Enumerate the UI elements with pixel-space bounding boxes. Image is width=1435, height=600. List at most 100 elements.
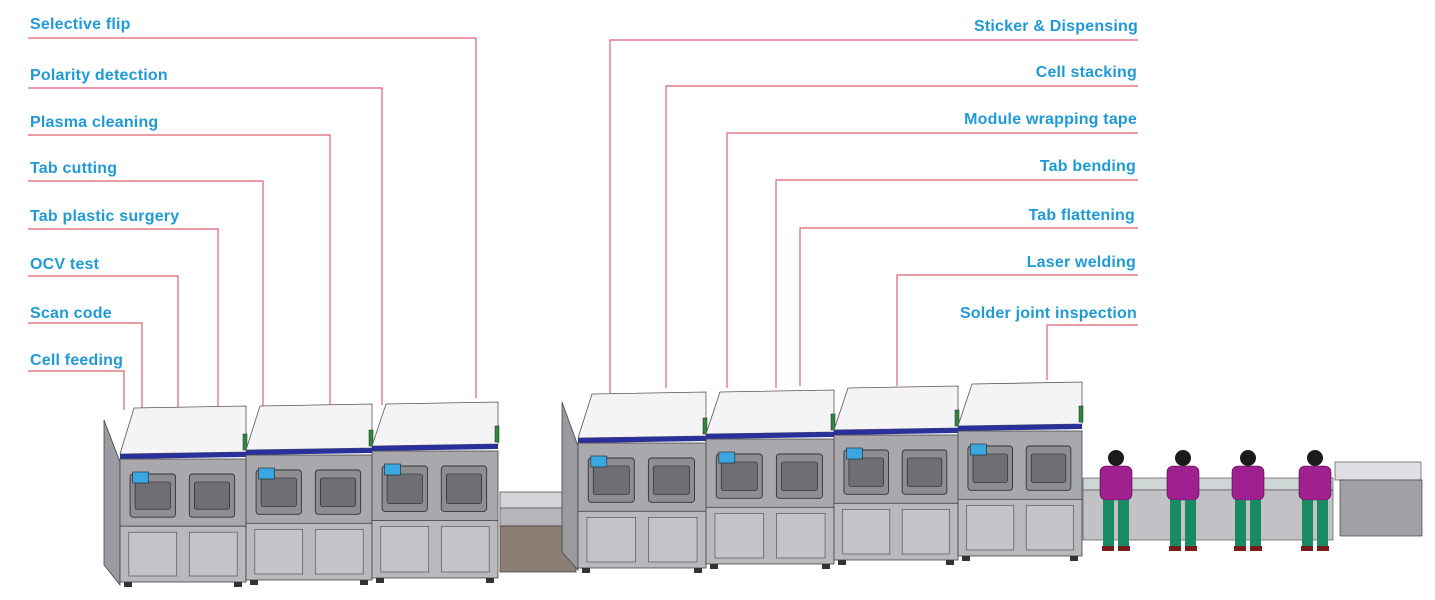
cabinet-door <box>128 531 178 577</box>
machine-window-glass <box>386 473 423 504</box>
machine-foot <box>946 560 954 565</box>
leader-line-right-4 <box>799 227 1138 386</box>
conveyor-frame <box>499 507 567 527</box>
worker-head <box>1240 450 1256 466</box>
hmi-screen <box>132 471 149 484</box>
hmi-screen <box>718 451 736 464</box>
signal-light <box>702 417 708 435</box>
worker-leg <box>1302 500 1313 546</box>
worker-shoe <box>1234 546 1246 551</box>
machine-lid <box>705 389 835 435</box>
signal-light <box>368 429 374 447</box>
label-cell-stacking: Cell stacking <box>1035 64 1137 81</box>
hmi-screen <box>970 443 987 456</box>
machine-window-glass <box>906 457 943 487</box>
cabinet-door <box>314 528 364 575</box>
label-tab-flattening: Tab flattening <box>1028 207 1135 224</box>
worker-head <box>1175 450 1191 466</box>
cabinet-door <box>254 528 304 575</box>
worker-leg <box>1235 500 1246 546</box>
machine-module-1 <box>119 405 248 587</box>
hmi-screen <box>258 467 275 480</box>
conveyor-top <box>499 491 567 509</box>
worker-leg <box>1185 500 1196 546</box>
machine-window-glass <box>445 473 482 504</box>
signal-light <box>494 425 500 443</box>
worker-shirt <box>1099 465 1133 501</box>
signal-light <box>954 409 960 427</box>
machine-window-glass <box>194 481 230 510</box>
machine-foot <box>250 580 258 585</box>
machine-foot <box>962 556 970 561</box>
connecting-conveyor <box>499 491 577 573</box>
machine-window-glass <box>781 461 818 491</box>
cabinet-door <box>842 508 891 555</box>
machine-window-glass <box>653 465 690 495</box>
label-selective-flip: Selective flip <box>30 16 131 33</box>
worker-leg <box>1250 500 1261 546</box>
cabinet-door <box>380 526 430 573</box>
end-station-top <box>1334 461 1422 481</box>
worker-shoe <box>1317 546 1329 551</box>
machine-line-2 <box>561 381 1084 573</box>
cabinet-door <box>966 504 1015 551</box>
leader-lines <box>28 37 1138 410</box>
machine-foot <box>376 578 384 583</box>
machine-lid <box>245 403 373 451</box>
leader-line-left-5 <box>28 275 179 410</box>
worker-shoe <box>1169 546 1181 551</box>
machine-blue-stripe <box>246 448 372 455</box>
worker-shirt <box>1231 465 1265 501</box>
machine-window-glass <box>1030 453 1067 483</box>
cabinet-door <box>188 531 238 577</box>
machine-module-2 <box>245 403 374 585</box>
cabinet-door <box>586 516 636 563</box>
worker-shirt <box>1166 465 1200 501</box>
cabinet-door <box>440 526 490 573</box>
machine-module-5 <box>705 389 836 569</box>
machine-blue-stripe <box>120 452 246 459</box>
worker-3 <box>1231 450 1265 551</box>
label-ocv-test: OCV test <box>30 256 100 273</box>
machine-foot <box>582 568 590 573</box>
worker-shirt <box>1298 465 1332 501</box>
cabinet-door <box>648 516 698 563</box>
leader-line-right-6 <box>1046 324 1138 380</box>
leader-line-left-7 <box>28 370 125 410</box>
machine-blue-stripe <box>372 444 498 451</box>
machine-blue-stripe <box>578 436 706 443</box>
leader-line-right-5 <box>896 274 1138 386</box>
machine-module-4 <box>577 391 708 573</box>
label-module-wrapping-tape: Module wrapping tape <box>964 111 1137 128</box>
hmi-screen <box>590 455 608 468</box>
worker-shoe <box>1301 546 1313 551</box>
label-scan-code: Scan code <box>30 305 112 322</box>
machine-foot <box>124 582 132 587</box>
label-solder-joint-inspection: Solder joint inspection <box>959 305 1137 322</box>
machine-window-glass <box>972 453 1008 483</box>
label-sticker-dispensing: Sticker & Dispensing <box>973 18 1138 35</box>
leader-line-left-2 <box>28 134 331 408</box>
worker-leg <box>1170 500 1181 546</box>
line1-side-panel <box>103 419 121 587</box>
label-laser-welding: Laser welding <box>1026 254 1136 271</box>
worker-shoe <box>1185 546 1197 551</box>
end-station-cabinet <box>1339 479 1423 537</box>
worker-shoe <box>1250 546 1262 551</box>
worker-head <box>1108 450 1124 466</box>
machine-foot <box>1070 556 1078 561</box>
leader-line-left-4 <box>28 228 219 410</box>
worker-shoe <box>1118 546 1130 551</box>
label-tab-plastic-surgery: Tab plastic surgery <box>30 208 180 225</box>
label-polarity-detection: Polarity detection <box>30 67 168 84</box>
cabinet-door <box>1025 504 1074 551</box>
machine-foot <box>710 564 718 569</box>
worker-2 <box>1166 450 1200 551</box>
line2-side-panel <box>561 401 579 572</box>
machine-window-glass <box>720 461 758 491</box>
cabinet-door <box>776 512 826 559</box>
machine-blue-stripe <box>958 424 1082 431</box>
leader-line-right-1 <box>665 85 1138 388</box>
machine-module-3 <box>371 401 500 583</box>
